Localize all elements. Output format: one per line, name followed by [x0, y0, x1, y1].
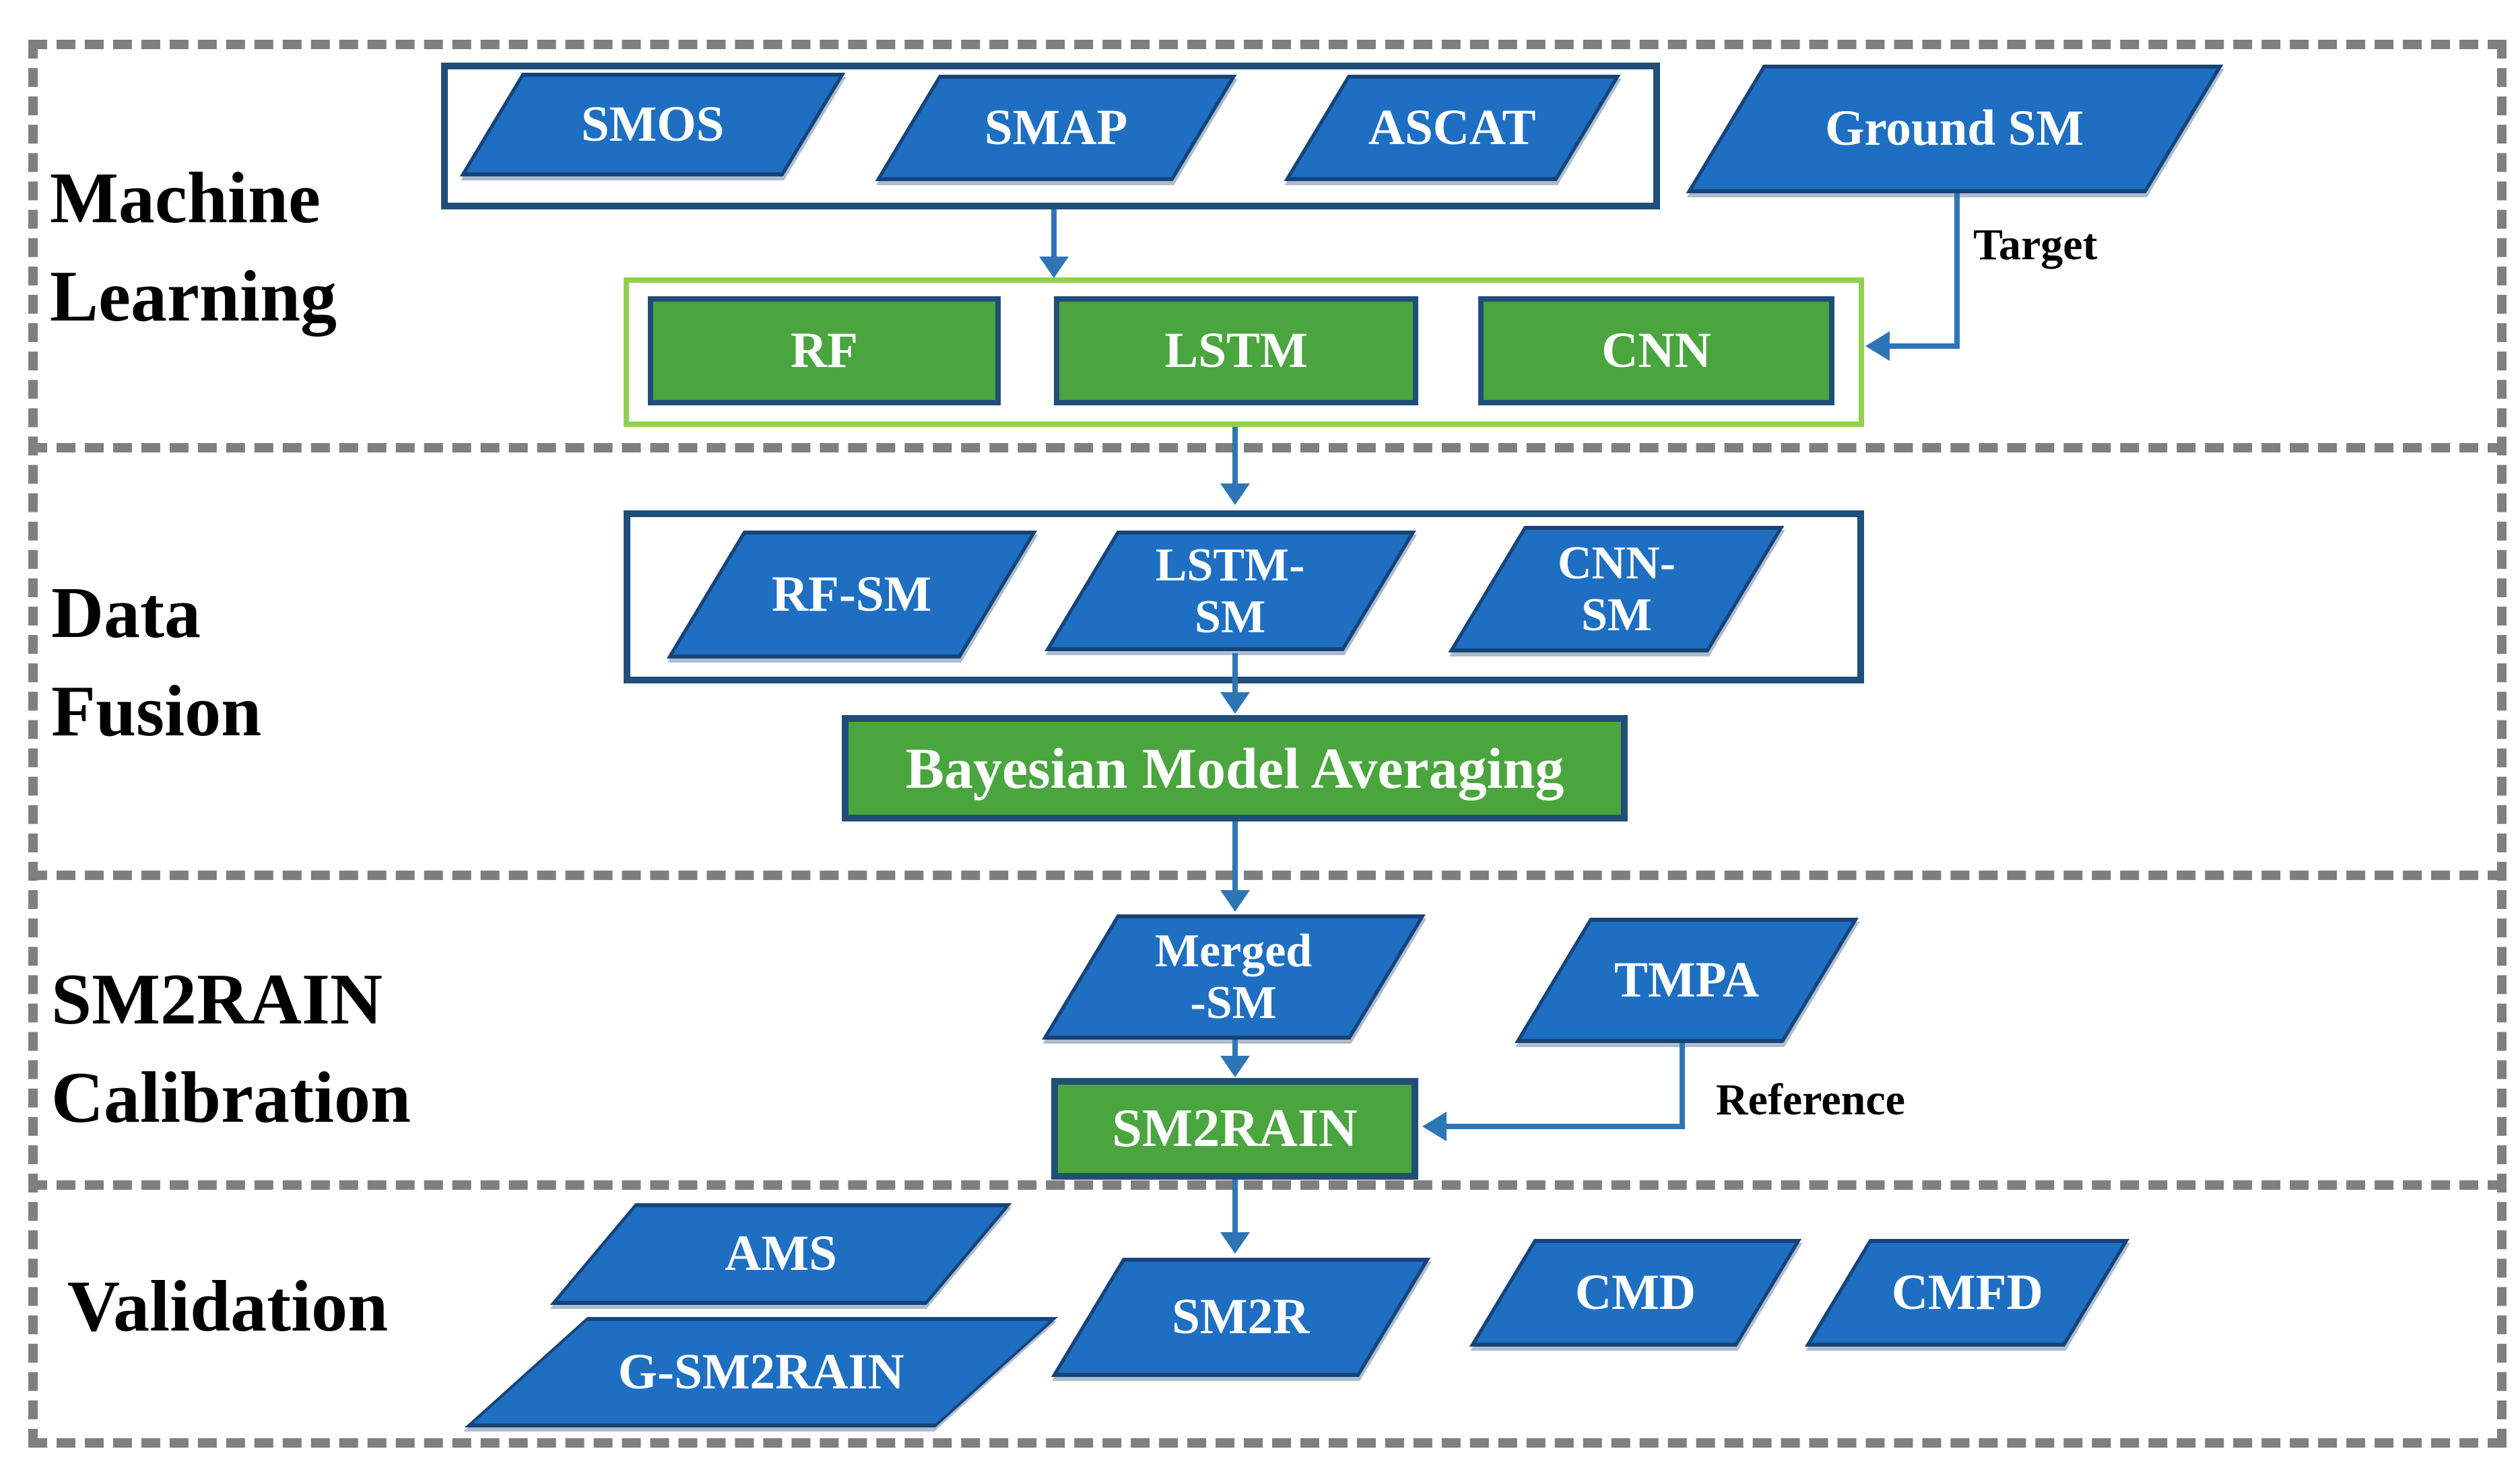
arrow-target-head — [1865, 331, 1890, 361]
arrow-outputs-to-bma-line — [1232, 653, 1238, 694]
node-cnn-sm-label: CNN- SM — [1558, 537, 1676, 641]
section-label-line: SM2RAIN — [51, 959, 383, 1040]
arrow-merged-to-sm2rain-line — [1232, 1040, 1238, 1058]
node-rf-sm-label: RF-SM — [772, 566, 932, 622]
node-ground-sm: Ground SM — [1686, 65, 2224, 193]
node-merged-sm-label: Merged -SM — [1155, 925, 1312, 1029]
node-lstm-sm-label: LSTM- SM — [1156, 539, 1305, 643]
section-label-sm2rain-calibration: SM2RAIN Calibration — [51, 951, 411, 1147]
section-label-line: Data — [51, 573, 201, 653]
arrow-merged-to-sm2rain-head — [1220, 1056, 1250, 1077]
node-cnn-sm-line2: SM — [1581, 589, 1652, 641]
arrow-reference-horizontal-line — [1447, 1124, 1685, 1129]
section-label-line: Calibration — [51, 1057, 411, 1138]
node-bayesian-model-averaging: Bayesian Model Averaging — [842, 715, 1628, 821]
arrow-reference-head — [1422, 1112, 1447, 1141]
node-bma-label: Bayesian Model Averaging — [905, 736, 1564, 801]
node-rf: RF — [648, 296, 1001, 405]
node-lstm-label: LSTM — [1164, 323, 1308, 378]
section-label-line: Fusion — [51, 671, 262, 751]
node-rf-label: RF — [791, 323, 858, 378]
section-label-line: Validation — [67, 1267, 389, 1347]
node-sm2rain: SM2RAIN — [1051, 1078, 1418, 1180]
arrow-outputs-to-bma-head — [1220, 692, 1250, 714]
node-ascat-label: ASCAT — [1368, 99, 1536, 156]
section-label-line: Learning — [50, 256, 337, 337]
arrow-target-horizontal-line — [1890, 343, 1960, 349]
section-label-data-fusion: Data Fusion — [51, 564, 261, 761]
arrow-bma-to-merged-head — [1220, 890, 1250, 912]
arrow-models-to-fusion-line — [1232, 427, 1238, 485]
section-label-machine-learning: Machine Learning — [50, 149, 337, 346]
node-tmpa-label: TMPA — [1614, 951, 1760, 1008]
node-g-sm2rain-label: G-SM2RAIN — [618, 1343, 904, 1400]
reference-annotation: Reference — [1716, 1075, 1905, 1124]
node-smap-label: SMAP — [984, 99, 1128, 156]
arrow-reference-vertical-line — [1680, 1043, 1685, 1129]
arrow-bma-to-merged-line — [1232, 821, 1238, 891]
dashed-outer-frame — [28, 40, 2507, 1448]
target-annotation: Target — [1973, 220, 2098, 269]
arrow-inputs-to-models-line — [1051, 209, 1057, 259]
node-lstm-sm-line2: SM — [1195, 591, 1266, 643]
node-sm2r-label: SM2R — [1172, 1289, 1310, 1345]
arrow-sm2rain-to-sm2r-line — [1232, 1180, 1238, 1235]
node-ams-label: AMS — [725, 1225, 837, 1282]
node-cmfd-label: CMFD — [1891, 1264, 2043, 1320]
node-cnn-label: CNN — [1601, 323, 1711, 378]
arrow-models-to-fusion-head — [1220, 483, 1250, 505]
node-lstm: LSTM — [1054, 296, 1418, 405]
section-divider-3 — [28, 1180, 2507, 1190]
node-cnn-sm-line1: CNN- — [1557, 537, 1676, 589]
node-cnn: CNN — [1478, 296, 1834, 405]
node-cmd-label: CMD — [1574, 1264, 1696, 1320]
node-sm2rain-label: SM2RAIN — [1112, 1099, 1358, 1158]
arrow-target-vertical-line — [1954, 193, 1960, 346]
node-merged-sm-line1: Merged — [1155, 925, 1313, 977]
section-label-validation: Validation — [67, 1258, 388, 1356]
section-label-line: Machine — [50, 158, 321, 238]
node-smos-label: SMOS — [581, 96, 725, 152]
section-divider-2 — [28, 871, 2507, 880]
node-ground-sm-label: Ground SM — [1825, 100, 2084, 157]
node-merged-sm-line2: -SM — [1190, 977, 1278, 1029]
node-lstm-sm-line1: LSTM- — [1156, 539, 1305, 591]
arrow-inputs-to-models-head — [1039, 257, 1069, 278]
node-smos: SMOS — [459, 73, 846, 176]
arrow-sm2rain-to-sm2r-head — [1220, 1232, 1250, 1254]
section-divider-1 — [28, 443, 2507, 452]
